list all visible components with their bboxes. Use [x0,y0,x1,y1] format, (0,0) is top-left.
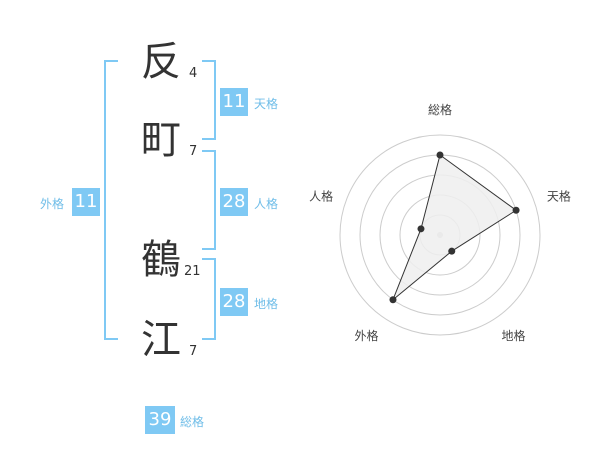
gaikaku-label: 外格 [40,197,65,211]
radar-point [448,247,456,255]
stroke-count-3: 21 [184,264,201,279]
jinkaku-bracket [202,150,216,250]
radar-axis-label: 人格 [309,188,333,203]
jinkaku-label: 人格 [254,197,279,211]
gaikaku-value: 11 [72,188,100,216]
radar-axis-label: 地格 [501,328,525,343]
jinkaku-value: 28 [220,188,248,216]
tenkaku-value: 11 [220,88,248,116]
chikaku-value: 28 [220,288,248,316]
name-char-4: 江 [141,317,181,363]
stroke-count-1: 4 [189,66,198,81]
chikaku-label: 地格 [254,297,279,311]
radar-area [392,154,517,301]
radar-point [389,296,397,304]
gaikaku-bracket [104,60,118,340]
radar-axis-label: 総格 [428,102,452,117]
name-char-1: 反 [141,39,181,85]
radar-axis-label: 外格 [355,328,379,343]
chikaku-bracket [202,258,216,340]
stroke-count-4: 7 [189,344,198,359]
tenkaku-label: 天格 [254,97,279,111]
soukaku-value: 39 [145,406,175,434]
tenkaku-bracket [202,60,216,140]
stroke-count-2: 7 [189,144,198,159]
name-char-2: 町 [141,117,181,163]
radar-point [417,225,425,233]
radar-axis-label: 天格 [547,188,571,203]
name-char-3: 鶴 [141,237,181,283]
radar-ring [339,134,541,336]
radar-point [436,151,444,159]
radar-points [389,151,520,304]
radar-point [512,206,520,214]
soukaku-label: 総格 [180,415,205,429]
